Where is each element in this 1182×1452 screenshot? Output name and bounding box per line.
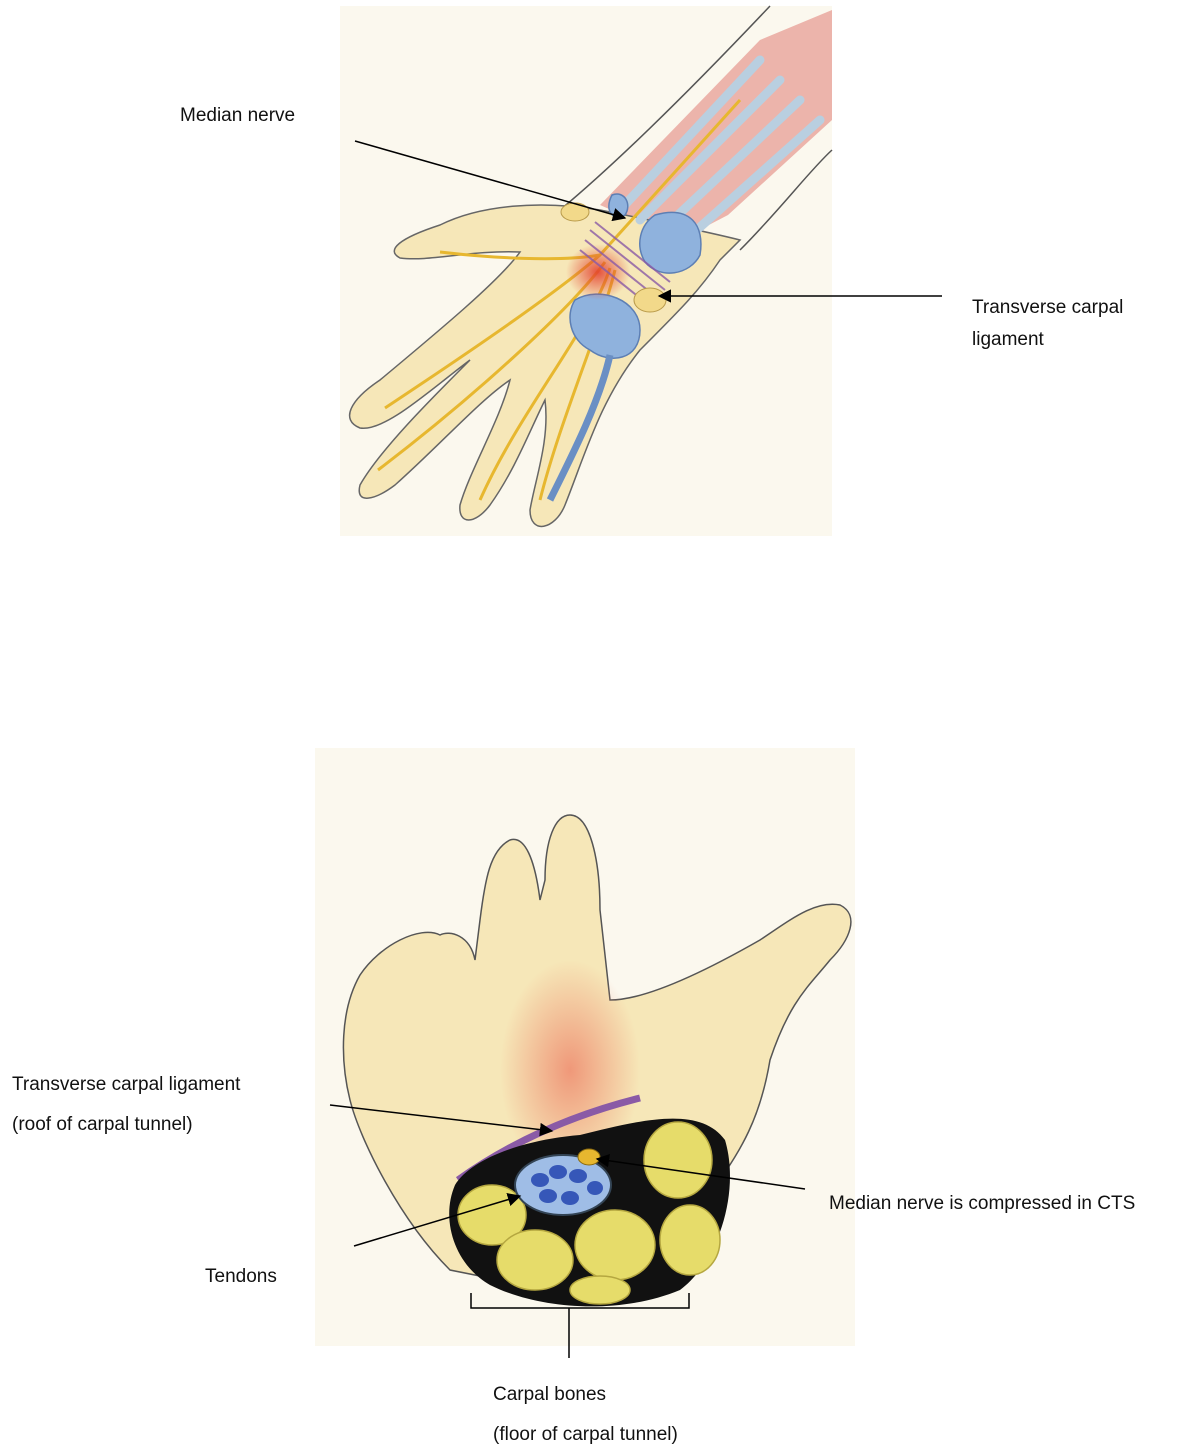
carpal-bones-label-line1: Carpal bones bbox=[493, 1378, 606, 1411]
roof-ligament-label-line2: (roof of carpal tunnel) bbox=[12, 1108, 193, 1141]
median-nerve-label: Median nerve bbox=[180, 99, 295, 132]
transverse-ligament-label-line2: ligament bbox=[972, 323, 1044, 356]
roof-ligament-label-line1: Transverse carpal ligament bbox=[12, 1068, 240, 1101]
wrist-cross-section-illustration bbox=[315, 748, 855, 1358]
carpal-bones-label-line2: (floor of carpal tunnel) bbox=[493, 1418, 678, 1451]
inflammation-area bbox=[566, 244, 630, 300]
compressed-median-nerve bbox=[578, 1149, 600, 1165]
median-nerve-compressed-label: Median nerve is compressed in CTS bbox=[829, 1187, 1135, 1220]
tendons-label: Tendons bbox=[205, 1260, 277, 1293]
hand-palm-illustration bbox=[340, 6, 832, 536]
transverse-ligament-label-line1: Transverse carpal bbox=[972, 291, 1123, 324]
